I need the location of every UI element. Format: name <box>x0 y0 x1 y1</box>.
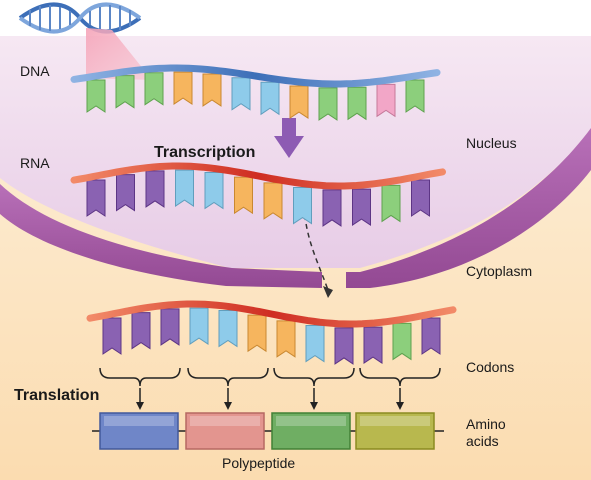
transcription-arrow <box>274 118 304 158</box>
nuclear-membrane-right <box>346 128 591 288</box>
mrna-base <box>160 308 180 346</box>
rna-base <box>116 174 135 212</box>
amino-acid-block <box>355 412 435 450</box>
mrna-strand <box>86 300 457 365</box>
rna-strand <box>70 162 446 227</box>
amino-acid-highlight <box>360 416 430 426</box>
amino-acids-label-line1: Amino <box>466 416 506 432</box>
nuclear-membrane-left <box>0 184 322 288</box>
mrna-base <box>305 325 325 363</box>
transcription-label: Transcription <box>154 144 255 161</box>
amino-acid-highlight <box>104 416 174 426</box>
dna-helix-icon <box>18 2 142 34</box>
rna-base <box>352 188 371 227</box>
amino-acid-highlight <box>276 416 346 426</box>
mrna-base <box>276 320 296 358</box>
polypeptide-chain <box>92 412 444 450</box>
translation-label: Translation <box>14 387 99 404</box>
rna-backbone <box>70 162 446 190</box>
mrna-base <box>218 309 238 348</box>
rna-base <box>145 170 165 208</box>
dna-base <box>86 79 106 113</box>
rna-base <box>263 182 283 220</box>
amino-acid-highlight <box>190 416 260 426</box>
mrna-base <box>363 326 383 365</box>
rna-base <box>411 179 430 217</box>
amino-acids-label-line2: acids <box>466 433 499 449</box>
amino-acid-block <box>271 412 351 450</box>
codon-arrow-head <box>224 402 232 410</box>
rna-base <box>322 189 342 227</box>
codon-brace <box>359 367 441 387</box>
rna-label: RNA <box>20 155 50 171</box>
dna-backbone <box>70 64 441 88</box>
mrna-backbone <box>86 300 457 328</box>
mrna-base <box>131 312 151 350</box>
codon-brace <box>99 367 181 387</box>
codon-arrow-head <box>136 402 144 410</box>
rna-base <box>204 171 224 210</box>
mrna-base <box>102 317 122 355</box>
rna-base <box>175 169 194 208</box>
cytoplasm-label: Cytoplasm <box>466 263 532 279</box>
rna-base <box>86 179 106 217</box>
dna-base <box>347 86 367 121</box>
dna-base <box>318 87 338 121</box>
mrna-base <box>334 327 354 365</box>
dna-base <box>405 79 425 113</box>
rna-base <box>293 187 312 225</box>
codons-label: Codons <box>466 359 514 375</box>
codon-brace <box>273 367 355 387</box>
rna-base <box>381 184 401 223</box>
dna-base <box>144 72 164 106</box>
mrna-base <box>189 307 209 346</box>
amino-acid-block <box>185 412 265 450</box>
amino-acid-block <box>99 412 179 450</box>
dna-base <box>173 71 193 106</box>
rna-base <box>234 176 253 215</box>
codon-braces <box>99 367 441 410</box>
dna-base <box>376 83 396 118</box>
codon-arrow-head <box>310 402 318 410</box>
dna-label: DNA <box>20 63 50 79</box>
mrna-base <box>247 314 267 353</box>
dna-strand <box>70 64 441 121</box>
mrna-base <box>421 317 441 355</box>
codon-arrow-head <box>396 402 404 410</box>
dna-base <box>115 75 135 109</box>
mrna-base <box>392 322 412 361</box>
codon-brace <box>187 367 269 387</box>
polypeptide-label: Polypeptide <box>222 455 295 471</box>
nucleus-label: Nucleus <box>466 135 517 151</box>
